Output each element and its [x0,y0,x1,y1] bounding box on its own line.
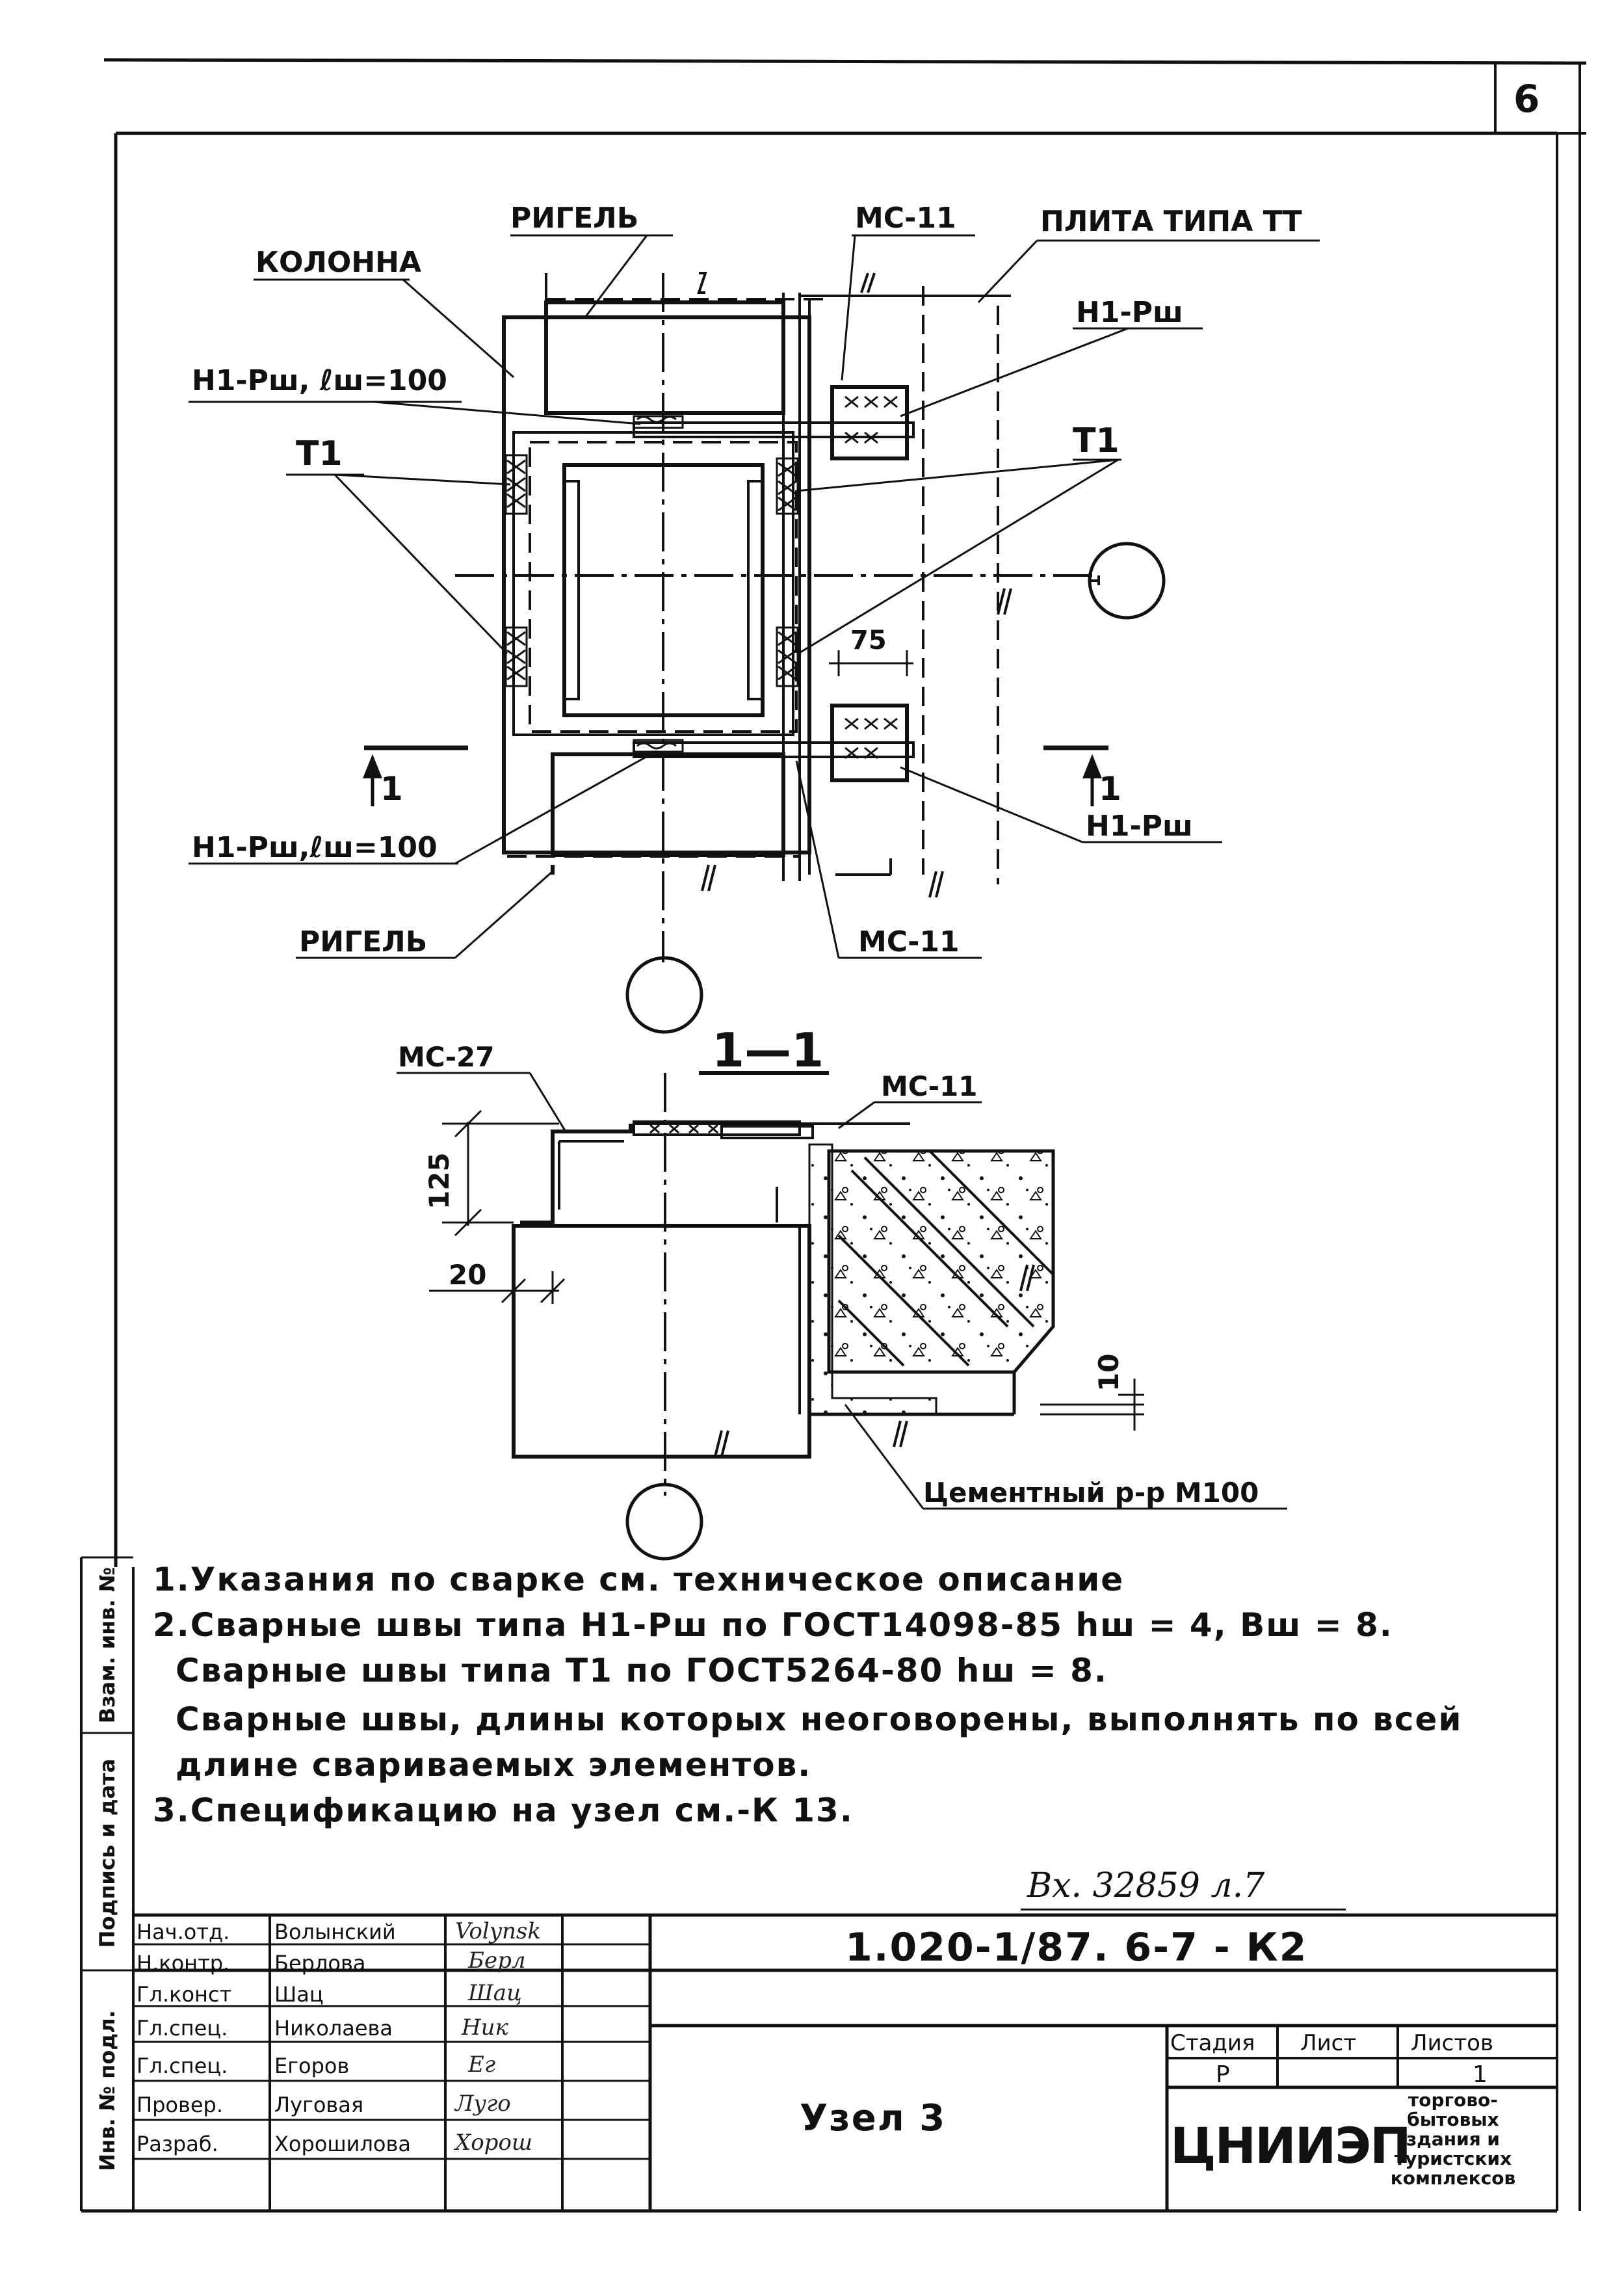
tb-person-1: Берлова [274,1951,366,1976]
tb-sheet-header: Лист [1300,2030,1357,2056]
tb-role-5: Провер. [137,2093,223,2117]
tb-org-desc-line-0: торгово- [1408,2089,1498,2111]
label-dim-125: 125 [423,1152,455,1210]
tb-role-0: Нач.отд. [137,1920,230,1944]
tb-org-desc-line-1: бытовых [1407,2109,1499,2130]
tb-role-2: Гл.конст [137,1982,232,2007]
tb-org-desc-line-3: туристских [1394,2148,1512,2169]
label-cut-left: 1 [380,770,403,808]
tb-signature-2: Шац [468,1980,522,2006]
label-plita: ПЛИТА ТИПА ТТ [1040,205,1302,238]
inbound-stamp-underline [1021,1909,1346,1910]
label-kolonna: КОЛОННА [255,246,421,279]
tb-person-2: Шац [274,1982,324,2007]
label-ms11-section: МС-11 [881,1070,978,1102]
note-1: 1.Указания по сварке см. техническое опи… [153,1561,1125,1598]
notes-block: 1.Указания по сварке см. техническое опи… [153,1561,1518,1847]
sheet-number: 6 [1513,77,1540,121]
section-title: 1—1 [712,1023,824,1077]
label-ms11-bottom: МС-11 [858,925,960,958]
tb-person-5: Луговая [274,2093,364,2117]
tb-sheets-value: 1 [1473,2061,1487,2088]
note-2b: Сварные швы типа Т1 по ГОСТ5264-80 hш = … [176,1652,1108,1689]
label-dim-20: 20 [449,1259,486,1291]
tb-stage-value: Р [1216,2061,1230,2088]
tb-org-name: ЦНИИЭП [1170,2117,1411,2175]
tb-person-0: Волынский [274,1920,396,1944]
tb-signature-3: Ник [462,2015,508,2041]
tb-document-code: 1.020-1/87. 6-7 - К2 [845,1925,1308,1970]
tb-role-4: Гл.спец. [137,2054,228,2078]
label-t1-left: Т1 [296,434,343,473]
tb-node-name: Узел 3 [800,2097,947,2139]
tb-org-description: торгово- бытовых здания и туристских ком… [1356,2091,1551,2188]
label-cement: Цементный р-р М100 [923,1477,1259,1509]
tb-signature-4: Ег [468,2052,496,2078]
tb-role-1: Н.контр. [137,1951,230,1976]
tb-signature-5: Луго [455,2091,511,2117]
tb-signature-1: Берл [468,1948,526,1974]
label-dim-10: 10 [1093,1354,1125,1392]
label-rigel-top: РИГЕЛЬ [510,202,638,235]
tb-org-desc-line-2: здания и [1406,2128,1500,2150]
inbound-stamp: Вх. 32859 л.7 [1027,1866,1265,1905]
tb-signature-0: Volynsk [455,1918,541,1944]
tb-org-desc-line-4: комплексов [1390,2167,1516,2189]
note-2d: длине свариваемых элементов. [176,1746,812,1784]
tb-person-3: Николаева [274,2016,393,2041]
tb-role-3: Гл.спец. [137,2016,228,2041]
tb-sheets-header: Листов [1411,2030,1494,2056]
tb-signature-6: Хорош [455,2130,533,2156]
tb-stage-header: Стадия [1170,2030,1255,2056]
label-ms11-top: МС-11 [855,202,956,235]
label-cut-right: 1 [1099,770,1121,808]
note-2c: Сварные швы, длины которых неоговорены, … [176,1700,1463,1738]
label-h1-left-top: Н1-Рш, ℓш=100 [192,364,447,397]
label-ms27: МС-27 [398,1041,495,1073]
note-2: 2.Сварные швы типа Н1-Рш по ГОСТ14098-85… [153,1606,1393,1644]
label-rigel-bottom: РИГЕЛЬ [299,925,427,958]
tb-person-6: Хорошилова [274,2132,411,2156]
label-dim-75: 75 [850,626,887,655]
label-h1-right-top: Н1-Рш [1076,296,1183,329]
label-t1-right: Т1 [1073,421,1120,460]
note-3: 3.Спецификацию на узел см.-К 13. [153,1791,854,1829]
tb-role-6: Разраб. [137,2132,218,2156]
tb-person-4: Егоров [274,2054,350,2078]
label-h1-left-bottom: Н1-Рш,ℓш=100 [192,831,438,864]
label-h1-right-bottom: Н1-Рш [1086,810,1193,843]
